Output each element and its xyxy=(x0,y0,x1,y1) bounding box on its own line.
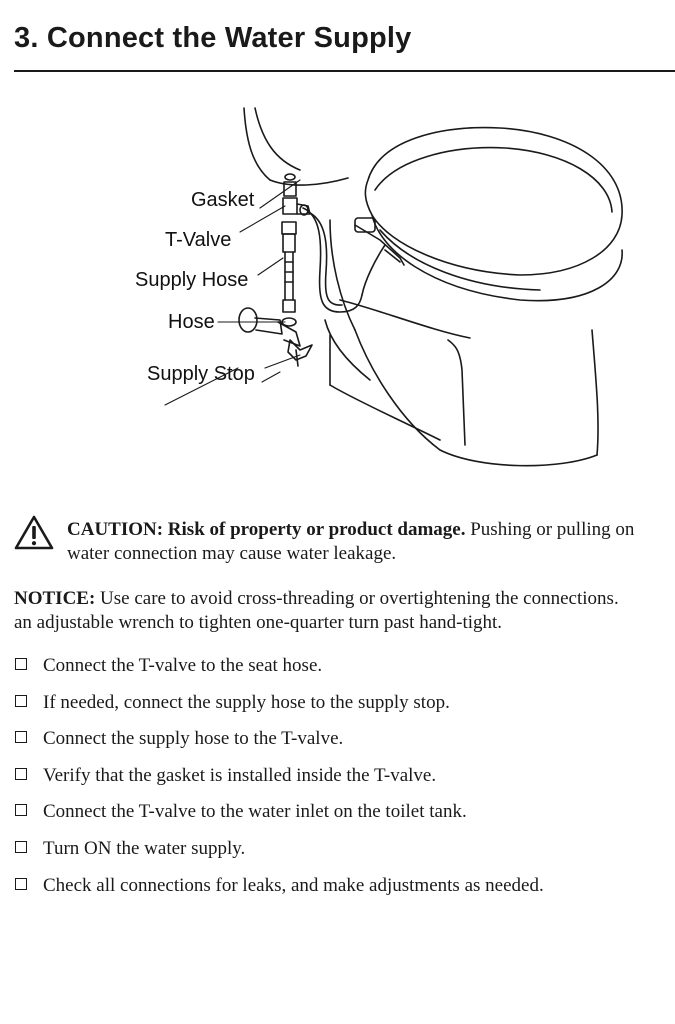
caution-message: CAUTION: Risk of property or product dam… xyxy=(67,518,675,566)
installation-illustration: Gasket T-Valve Supply Hose Hose Supply S… xyxy=(0,90,675,490)
checklist-item-text: Connect the supply hose to the T-valve. xyxy=(43,728,344,750)
checkbox[interactable] xyxy=(15,804,27,817)
title-divider xyxy=(14,70,675,72)
supply-hose xyxy=(281,221,297,327)
checkbox[interactable] xyxy=(15,767,27,780)
checkbox[interactable] xyxy=(15,731,27,744)
callout-hose: Hose xyxy=(168,311,215,333)
callout-gasket: Gasket xyxy=(191,189,255,211)
callout-supply-stop: Supply Stop xyxy=(147,363,255,385)
checkbox[interactable] xyxy=(15,877,27,890)
caution-text-2: water connection may cause water leakage… xyxy=(67,543,397,564)
seat-hose xyxy=(302,207,386,313)
caution-text-1: Pushing or pulling on xyxy=(465,519,635,540)
toilet-bowl xyxy=(324,219,599,467)
checkbox[interactable] xyxy=(15,694,27,707)
notice-text-2: an adjustable wrench to tighten one-quar… xyxy=(14,612,503,633)
page-title: 3. Connect the Water Supply xyxy=(14,22,412,54)
checklist-item-text: If needed, connect the supply hose to th… xyxy=(43,691,450,713)
callout-leaders xyxy=(164,179,301,406)
checklist-item-text: Turn ON the water supply. xyxy=(43,837,246,859)
toilet-seat xyxy=(354,126,623,302)
t-valve xyxy=(282,173,311,216)
checklist-item-text: Verify that the gasket is installed insi… xyxy=(43,764,437,786)
toilet-tank xyxy=(243,107,349,186)
checklist-item-text: Connect the T-valve to the seat hose. xyxy=(43,655,323,676)
notice-label: NOTICE: xyxy=(14,588,96,609)
checklist-item-text: Check all connections for leaks, and mak… xyxy=(43,874,544,896)
checkbox[interactable] xyxy=(15,840,27,853)
checkbox[interactable] xyxy=(15,658,27,670)
callout-supply-hose: Supply Hose xyxy=(135,269,249,291)
notice-message: NOTICE: Use care to avoid cross-threadin… xyxy=(14,587,675,635)
warning-triangle-icon xyxy=(14,515,54,550)
checklist-item-text: Connect the T-valve to the water inlet o… xyxy=(43,801,467,823)
supply-stop xyxy=(238,307,313,367)
caution-label: CAUTION: Risk of property or product dam… xyxy=(67,519,466,540)
callout-t-valve: T-Valve xyxy=(165,229,232,251)
notice-text-1: Use care to avoid cross-threading or ove… xyxy=(95,588,619,609)
